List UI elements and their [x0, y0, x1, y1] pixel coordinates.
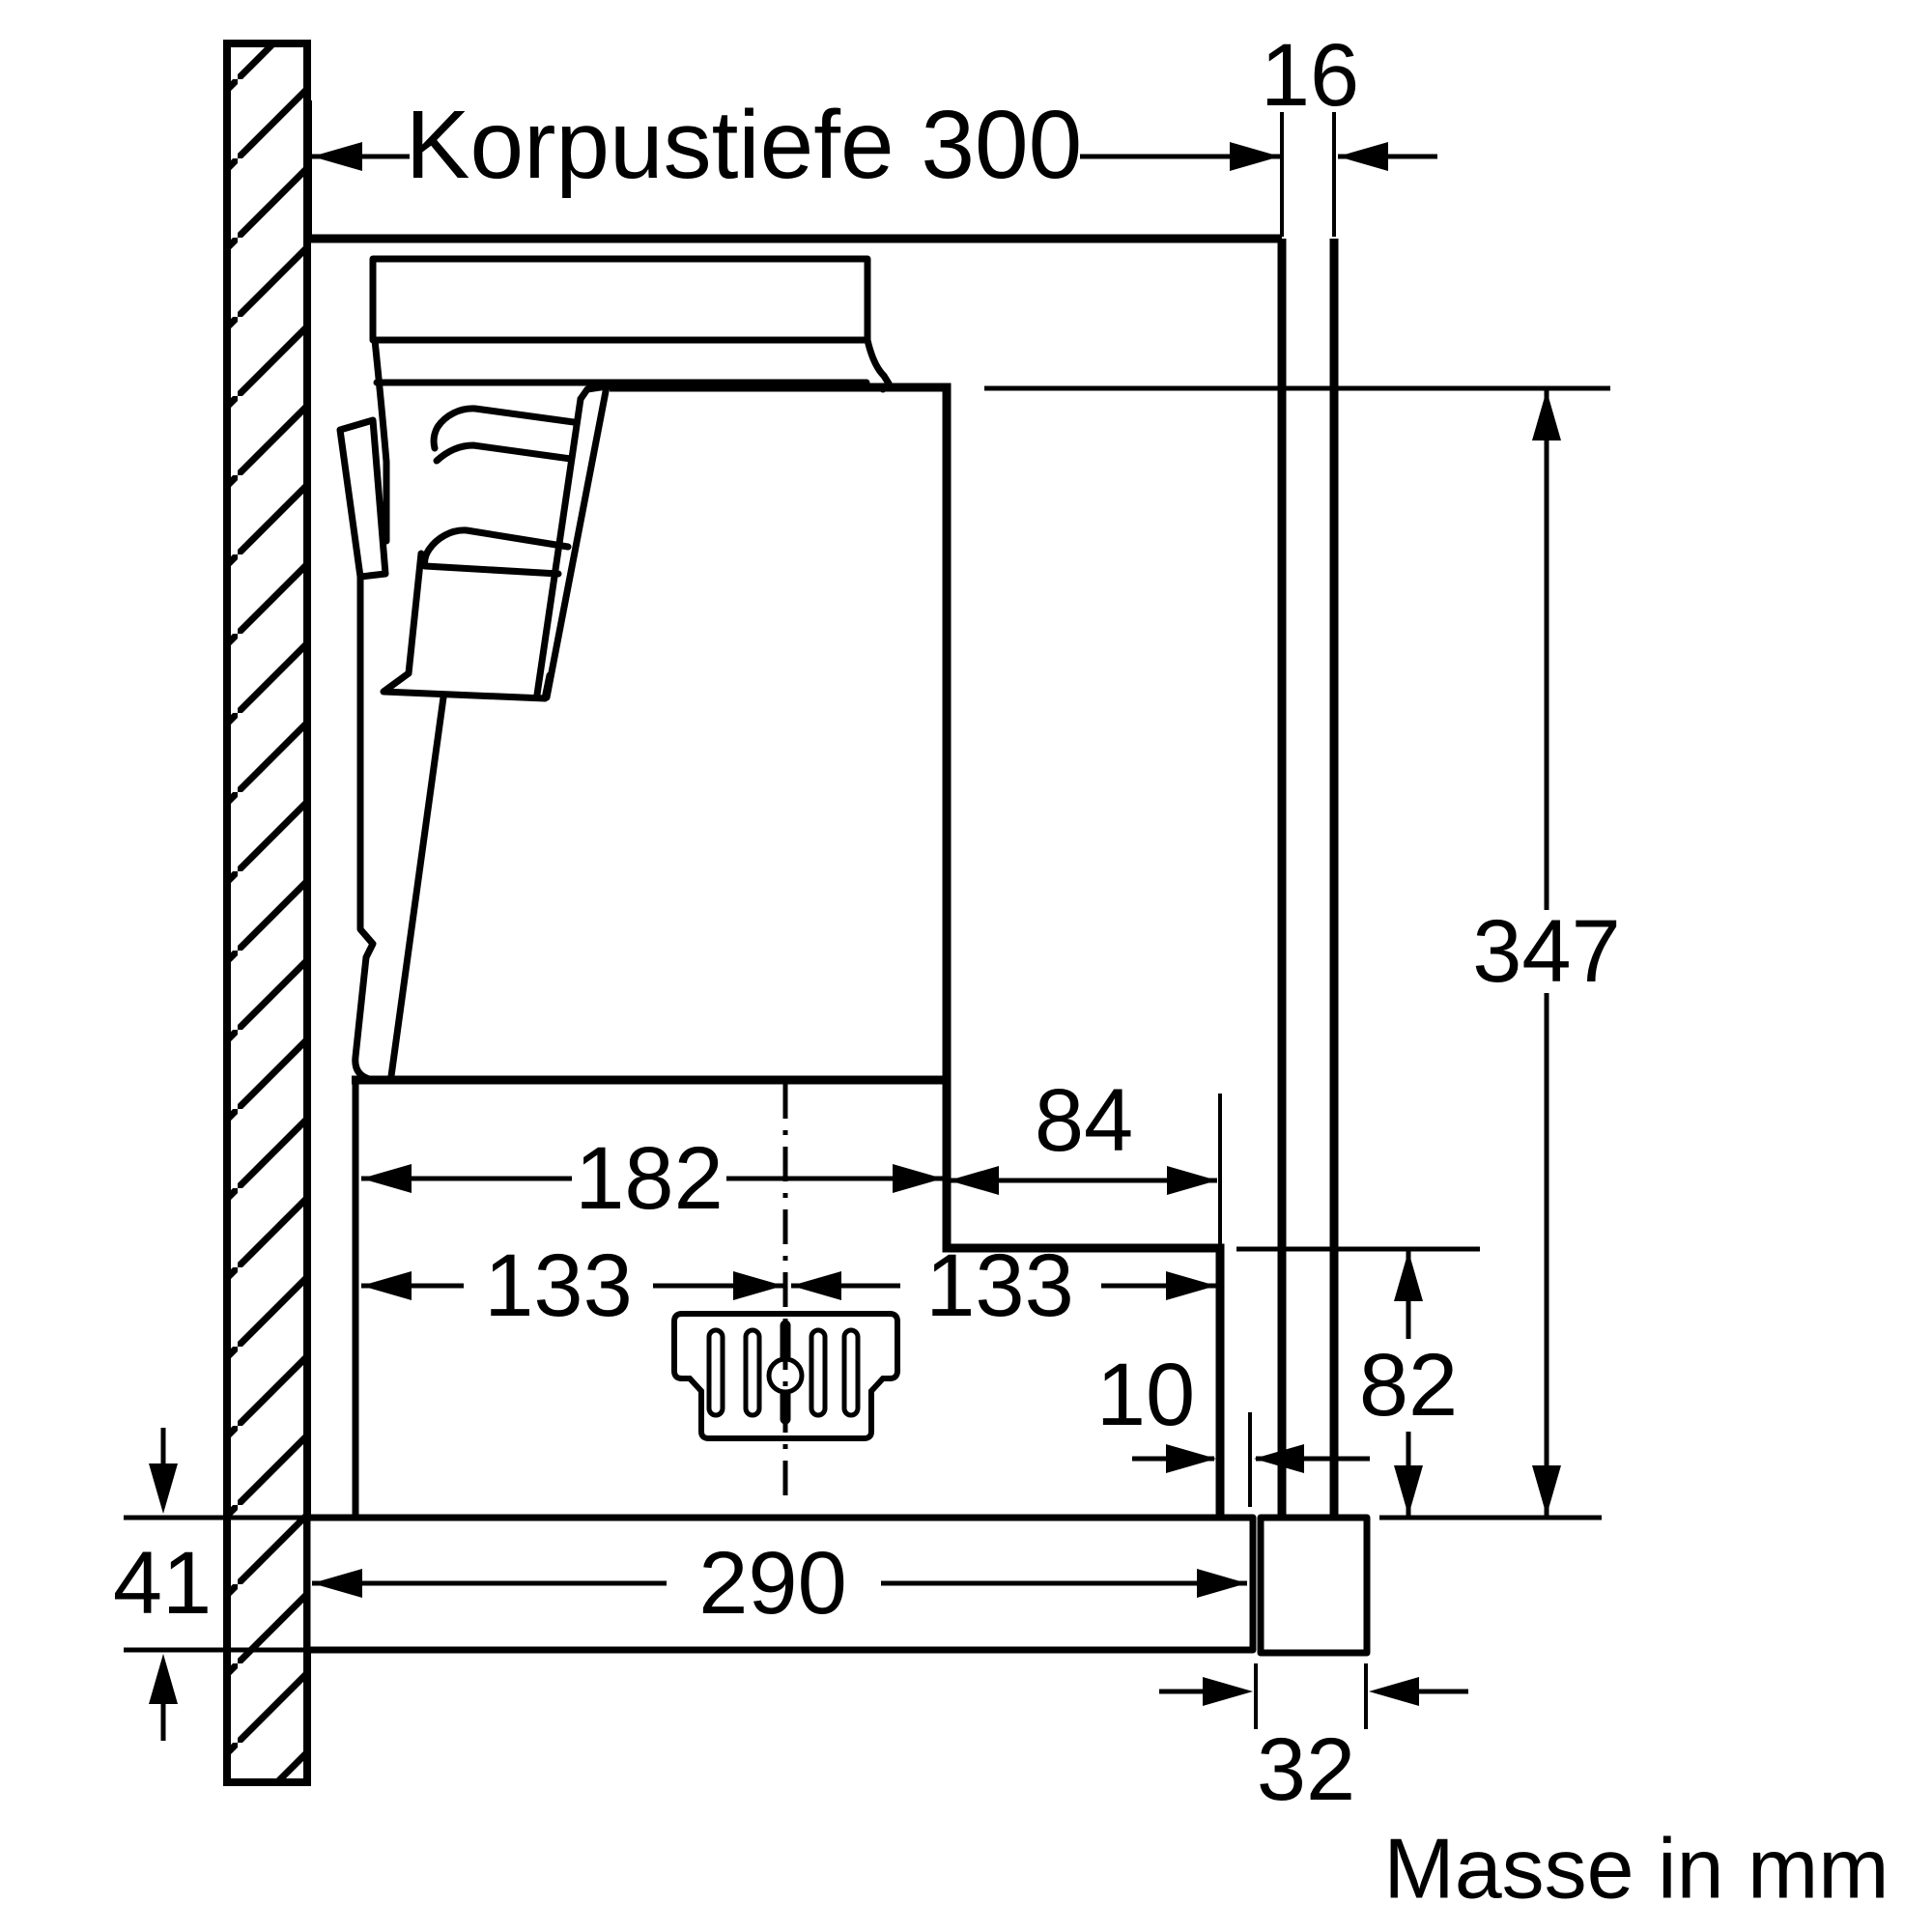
- duct-step: [864, 336, 893, 393]
- dim-133-left: 133: [361, 1236, 783, 1335]
- damper-rib-1: [706, 1327, 725, 1418]
- flap-slat-1-bottom: [433, 441, 575, 465]
- flap-left-edge: [405, 550, 425, 677]
- dim-32: 32: [1159, 1663, 1468, 1819]
- dim-korpustiefe: Korpustiefe 300: [308, 91, 1336, 237]
- dim-41-label: 41: [113, 1534, 212, 1633]
- dim-133-right: 133: [791, 1236, 1216, 1335]
- damper-rib-4: [841, 1327, 861, 1418]
- dim-16: 16: [1261, 26, 1437, 171]
- front-rail-block: [1257, 1514, 1371, 1657]
- dim-41: 41: [113, 1428, 307, 1741]
- hood-body-outline: [610, 383, 1225, 1518]
- dim-182: 182: [361, 1129, 943, 1228]
- wall-hatch: [223, 40, 311, 1786]
- dim-290: 290: [312, 1534, 1247, 1633]
- dim-10: 10: [1096, 1346, 1370, 1507]
- flap-frame-outer: [543, 383, 611, 701]
- dim-16-label: 16: [1261, 26, 1359, 125]
- chamber-rear-lower: [352, 573, 377, 1083]
- flap-bottom-cap: [380, 669, 549, 702]
- units-note: Masse in mm: [1383, 1821, 1889, 1917]
- flap-slat-2: [421, 526, 572, 578]
- damper-rib-3: [809, 1327, 828, 1418]
- wall: [223, 40, 311, 1786]
- dimensions: Korpustiefe 300 16 347 82: [113, 26, 1621, 1819]
- flap-bottom-end: [541, 671, 554, 702]
- dim-347: 347: [984, 385, 1621, 1520]
- dim-84: 84: [949, 1071, 1222, 1244]
- chamber-front-edge: [387, 694, 447, 1080]
- dim-82: 82: [1236, 1246, 1480, 1516]
- hood-appliance: [336, 255, 1225, 1521]
- filter-flap: [380, 383, 611, 702]
- dim-32-label: 32: [1257, 1720, 1355, 1819]
- dim-347-label: 347: [1472, 902, 1621, 1001]
- duct-box: [369, 255, 871, 344]
- damper-rib-2: [743, 1327, 762, 1418]
- dim-133-right-label: 133: [925, 1236, 1074, 1335]
- dim-133-left-label: 133: [484, 1236, 633, 1335]
- dim-182-label: 182: [575, 1129, 724, 1228]
- dim-290-label: 290: [698, 1534, 847, 1633]
- chamber-rear-upper: [371, 336, 390, 545]
- dim-84-label: 84: [1035, 1071, 1133, 1170]
- dim-82-label: 82: [1359, 1336, 1458, 1435]
- korpustiefe-label: Korpustiefe 300: [406, 91, 1083, 199]
- flap-slat-1-top: [430, 405, 578, 452]
- dim-10-label: 10: [1096, 1346, 1195, 1444]
- wall-bracket-strip: [336, 416, 389, 581]
